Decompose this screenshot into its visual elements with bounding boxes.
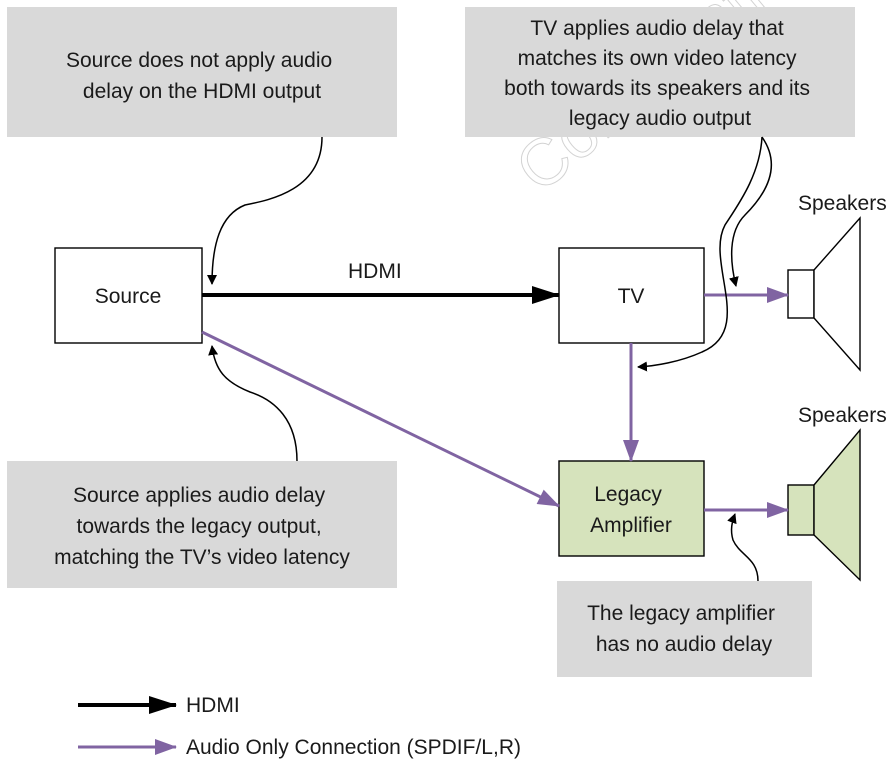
amplifier-label-line: Amplifier <box>590 514 672 537</box>
speaker-bottom: Speakers <box>787 404 887 582</box>
note-amplifier: The legacy amplifier has no audio delay <box>557 581 812 677</box>
note-amplifier-box <box>557 581 812 677</box>
note-tv-box <box>465 7 855 137</box>
source-box <box>54 247 203 344</box>
tv-node: TV <box>558 247 705 344</box>
note-amplifier-line: The legacy amplifier <box>587 602 775 625</box>
legend-hdmi-label: HDMI <box>186 694 240 717</box>
amplifier-label-line: Legacy <box>594 483 662 506</box>
source-label: Source <box>95 285 162 308</box>
hdmi-connection-label: HDMI <box>348 260 402 283</box>
svg-text:Legacy Amplifier: Legacy Amplifier <box>590 483 672 537</box>
legend-audio-label: Audio Only Connection (SPDIF/L,R) <box>186 736 521 759</box>
note-amplifier-line: has no audio delay <box>596 633 773 656</box>
callout-source-hdmi-arrow <box>207 136 323 285</box>
speaker-bottom-magnet <box>787 484 815 536</box>
note-source-legacy-line: matching the TV’s video latency <box>54 546 350 569</box>
note-source-legacy-line: Source applies audio delay <box>73 484 326 507</box>
source-to-amplifier-audio-line <box>201 330 560 508</box>
amplifier-node: Legacy Amplifier <box>558 460 705 557</box>
speaker-bottom-cone <box>813 428 861 582</box>
svg-text:Source applies audio delay: Source applies audio delay towards the l… <box>54 484 350 569</box>
svg-text:TV applies audio delay that: TV applies audio delay that matches its … <box>504 17 816 130</box>
callout-tv-speaker-arrow <box>728 136 773 287</box>
note-source-hdmi-box <box>7 7 397 137</box>
svg-text:The legacy amplifier has: The legacy amplifier has no audio delay <box>587 602 781 656</box>
note-tv-line: both towards its speakers and its <box>504 77 810 100</box>
note-tv-line: matches its own video latency <box>518 47 797 70</box>
note-source-hdmi: Source does not apply audio delay on the… <box>7 7 397 137</box>
svg-text:Source does not apply audio: Source does not apply audio delay on the… <box>66 49 338 103</box>
speaker-top-cone <box>813 216 861 372</box>
callout-source-legacy-arrow <box>208 345 298 462</box>
speaker-bottom-label: Speakers <box>798 404 887 427</box>
tv-label: TV <box>618 285 645 308</box>
source-node: Source <box>54 247 203 344</box>
note-tv-line: TV applies audio delay that <box>530 17 783 40</box>
note-source-legacy-box <box>7 461 397 588</box>
speaker-top: Speakers <box>787 192 887 372</box>
amplifier-box <box>558 460 705 557</box>
note-source-legacy-line: towards the legacy output, <box>77 515 322 538</box>
note-source-hdmi-line: Source does not apply audio <box>66 49 332 72</box>
note-source-hdmi-line: delay on the HDMI output <box>83 80 321 103</box>
callout-tv-legacy-arrow <box>637 136 763 372</box>
speaker-top-label: Speakers <box>798 192 887 215</box>
note-tv: TV applies audio delay that matches its … <box>465 7 855 137</box>
callout-amplifier-arrow <box>727 513 759 582</box>
speaker-top-magnet <box>787 269 815 319</box>
legend: HDMI Audio Only Connection (SPDIF/L,R) <box>78 694 521 759</box>
note-source-legacy: Source applies audio delay towards the l… <box>7 461 397 588</box>
note-tv-line: legacy audio output <box>569 107 751 130</box>
tv-box <box>558 247 705 344</box>
